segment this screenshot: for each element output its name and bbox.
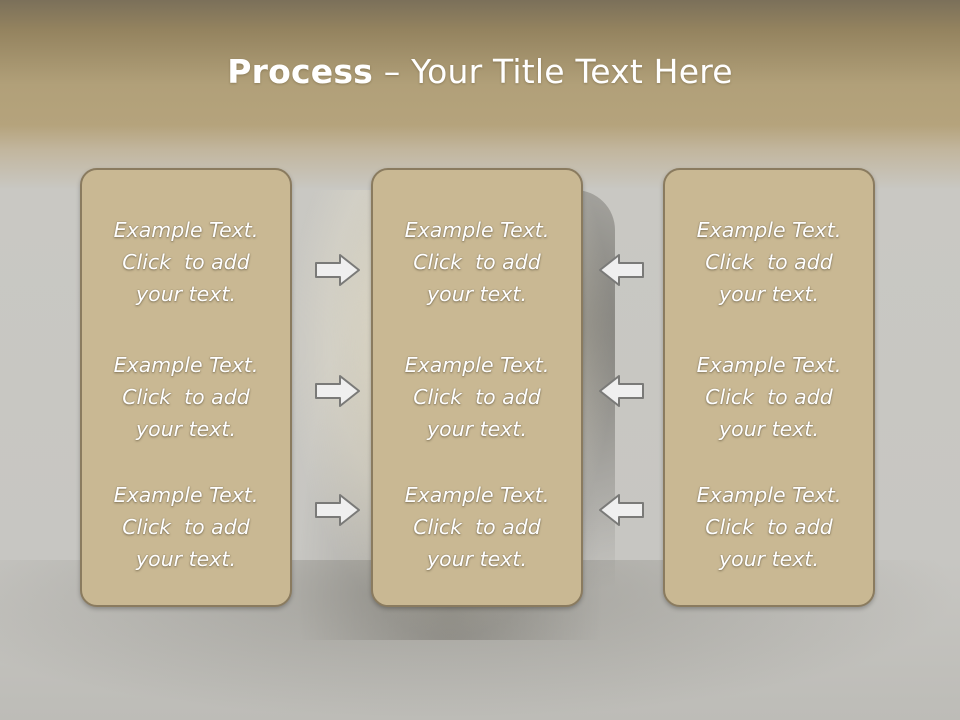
text-placeholder[interactable]: Example Text. Click to add your text. — [82, 479, 290, 575]
text-line: Example Text. — [696, 483, 842, 507]
text-line: Click to add — [705, 250, 833, 274]
text-line: Example Text. — [696, 353, 842, 377]
slide-title-bold: Process — [227, 52, 374, 91]
arrow-left-icon[interactable] — [597, 373, 645, 409]
arrow-left-icon[interactable] — [597, 492, 645, 528]
text-line: your text. — [136, 282, 236, 306]
text-placeholder[interactable]: Example Text. Click to add your text. — [373, 349, 581, 445]
arrow-right-icon[interactable] — [314, 373, 362, 409]
text-line: Example Text. — [113, 218, 259, 242]
text-placeholder[interactable]: Example Text. Click to add your text. — [665, 214, 873, 310]
text-line: Example Text. — [113, 483, 259, 507]
slide-title-rest: – Your Title Text Here — [373, 52, 733, 91]
text-line: Click to add — [705, 385, 833, 409]
text-placeholder[interactable]: Example Text. Click to add your text. — [665, 349, 873, 445]
text-line: your text. — [719, 417, 819, 441]
text-line: Example Text. — [404, 218, 550, 242]
text-placeholder[interactable]: Example Text. Click to add your text. — [373, 214, 581, 310]
text-line: your text. — [719, 547, 819, 571]
text-line: Example Text. — [696, 218, 842, 242]
text-line: Example Text. — [113, 353, 259, 377]
process-box-left[interactable]: Example Text. Click to add your text. Ex… — [80, 168, 292, 607]
arrow-left-icon[interactable] — [597, 252, 645, 288]
text-line: your text. — [719, 282, 819, 306]
text-line: your text. — [136, 547, 236, 571]
slide-title[interactable]: Process – Your Title Text Here — [0, 52, 960, 91]
text-line: your text. — [427, 417, 527, 441]
process-box-right[interactable]: Example Text. Click to add your text. Ex… — [663, 168, 875, 607]
text-line: Click to add — [705, 515, 833, 539]
process-box-center[interactable]: Example Text. Click to add your text. Ex… — [371, 168, 583, 607]
text-line: Click to add — [413, 385, 541, 409]
text-line: Example Text. — [404, 483, 550, 507]
text-line: Click to add — [413, 250, 541, 274]
text-placeholder[interactable]: Example Text. Click to add your text. — [82, 214, 290, 310]
text-line: Click to add — [122, 250, 250, 274]
text-line: Click to add — [122, 515, 250, 539]
text-line: Click to add — [413, 515, 541, 539]
text-placeholder[interactable]: Example Text. Click to add your text. — [373, 479, 581, 575]
text-placeholder[interactable]: Example Text. Click to add your text. — [82, 349, 290, 445]
text-line: your text. — [136, 417, 236, 441]
text-line: Click to add — [122, 385, 250, 409]
text-line: your text. — [427, 547, 527, 571]
arrow-right-icon[interactable] — [314, 492, 362, 528]
arrow-right-icon[interactable] — [314, 252, 362, 288]
text-line: your text. — [427, 282, 527, 306]
text-placeholder[interactable]: Example Text. Click to add your text. — [665, 479, 873, 575]
text-line: Example Text. — [404, 353, 550, 377]
